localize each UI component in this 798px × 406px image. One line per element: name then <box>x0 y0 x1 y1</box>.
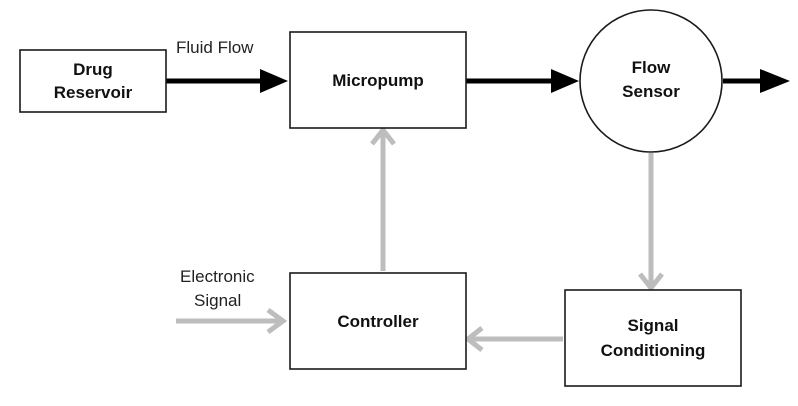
node-flow-sensor: Flow Sensor <box>579 9 723 153</box>
edge-label-electronic-signal-line2: Signal <box>194 291 241 310</box>
node-signal-conditioning-label-line2: Conditioning <box>601 341 706 360</box>
node-drug-reservoir: Drug Reservoir <box>19 49 167 113</box>
node-flow-sensor-label-line2: Sensor <box>622 82 680 101</box>
node-controller-label: Controller <box>337 312 419 331</box>
node-signal-conditioning-label-line1: Signal <box>627 316 678 335</box>
node-drug-reservoir-label-line1: Drug <box>73 60 113 79</box>
node-micropump: Micropump <box>289 31 467 129</box>
arrow-controller-to-micropump <box>370 125 396 271</box>
arrow-micropump-to-flow-sensor <box>466 69 579 93</box>
arrow-signal-conditioning-to-controller <box>463 326 563 352</box>
edge-label-electronic-signal-line1: Electronic <box>180 267 255 286</box>
arrow-flow-sensor-output <box>723 69 790 93</box>
node-flow-sensor-label-line1: Flow <box>632 58 671 77</box>
node-micropump-label: Micropump <box>332 71 424 90</box>
arrow-reservoir-to-micropump <box>166 69 288 93</box>
arrow-flow-sensor-to-signal-conditioning <box>638 153 664 293</box>
edge-label-fluid-flow: Fluid Flow <box>176 38 254 57</box>
node-signal-conditioning: Signal Conditioning <box>564 289 742 387</box>
node-controller: Controller <box>289 272 467 370</box>
arrow-electronic-signal-input <box>176 307 288 335</box>
node-drug-reservoir-label-line2: Reservoir <box>54 83 133 102</box>
